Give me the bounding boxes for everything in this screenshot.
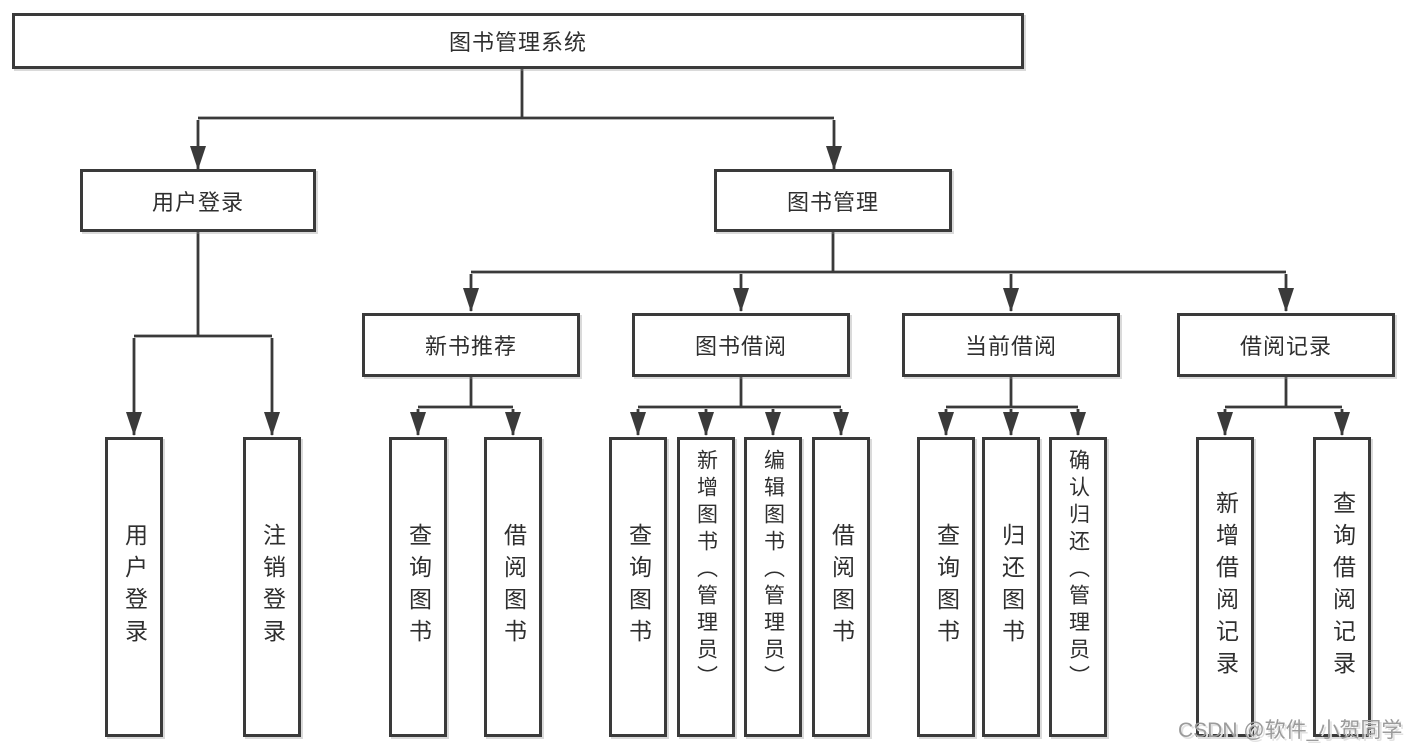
- leaf-confirm-return-admin: 确认归还（管理员）: [1049, 437, 1107, 737]
- leaf-logout-label: 注销登录: [259, 523, 286, 651]
- node-book-management-label: 图书管理: [786, 189, 879, 215]
- leaf-return-book-label: 归还图书: [998, 523, 1025, 651]
- node-user-login-branch: 用户登录: [80, 169, 316, 232]
- node-book-management: 图书管理: [714, 169, 952, 232]
- leaf-query-borrow-record-label: 查询借阅记录: [1329, 491, 1356, 683]
- node-library-system-label: 图书管理系统: [448, 30, 587, 55]
- leaf-user-login: 用户登录: [105, 437, 163, 737]
- leaf-query-book-3: 查询图书: [917, 437, 975, 737]
- leaf-borrow-book-2: 借阅图书: [812, 437, 870, 737]
- leaf-edit-book-admin: 编辑图书（管理员）: [744, 437, 802, 737]
- node-current-borrow-label: 当前借阅: [964, 334, 1057, 359]
- leaf-add-book-admin-label: 新增图书（管理员）: [694, 449, 718, 692]
- leaf-add-book-admin: 新增图书（管理员）: [677, 437, 735, 737]
- leaf-query-book-3-label: 查询图书: [933, 523, 960, 651]
- leaf-query-book-2-label: 查询图书: [625, 523, 652, 651]
- csdn-watermark: CSDN @软件_小贺同学: [1178, 719, 1403, 742]
- leaf-query-book-1-label: 查询图书: [405, 523, 432, 651]
- leaf-add-borrow-record-label: 新增借阅记录: [1212, 491, 1239, 683]
- node-current-borrow: 当前借阅: [902, 313, 1120, 377]
- node-new-book-recommend: 新书推荐: [362, 313, 580, 377]
- leaf-query-book-2: 查询图书: [609, 437, 667, 737]
- node-book-borrow: 图书借阅: [632, 313, 850, 377]
- node-book-borrow-label: 图书借阅: [694, 334, 787, 359]
- node-library-system: 图书管理系统: [12, 13, 1024, 69]
- connector-skeleton: [134, 69, 1342, 409]
- leaf-borrow-book-2-label: 借阅图书: [828, 523, 855, 651]
- leaf-query-book-1: 查询图书: [389, 437, 447, 737]
- connector-arrows: [126, 120, 1350, 436]
- leaf-return-book: 归还图书: [982, 437, 1040, 737]
- leaf-borrow-book-1: 借阅图书: [484, 437, 542, 737]
- leaf-logout: 注销登录: [243, 437, 301, 737]
- node-new-book-recommend-label: 新书推荐: [424, 334, 517, 359]
- node-borrow-record: 借阅记录: [1177, 313, 1395, 377]
- leaf-edit-book-admin-label: 编辑图书（管理员）: [761, 449, 785, 692]
- leaf-user-login-label: 用户登录: [121, 523, 148, 651]
- node-borrow-record-label: 借阅记录: [1239, 334, 1332, 359]
- leaf-confirm-return-admin-label: 确认归还（管理员）: [1066, 449, 1090, 692]
- node-user-login-branch-label: 用户登录: [151, 189, 244, 215]
- leaf-add-borrow-record: 新增借阅记录: [1196, 437, 1254, 737]
- leaf-borrow-book-1-label: 借阅图书: [500, 523, 527, 651]
- leaf-query-borrow-record: 查询借阅记录: [1313, 437, 1371, 737]
